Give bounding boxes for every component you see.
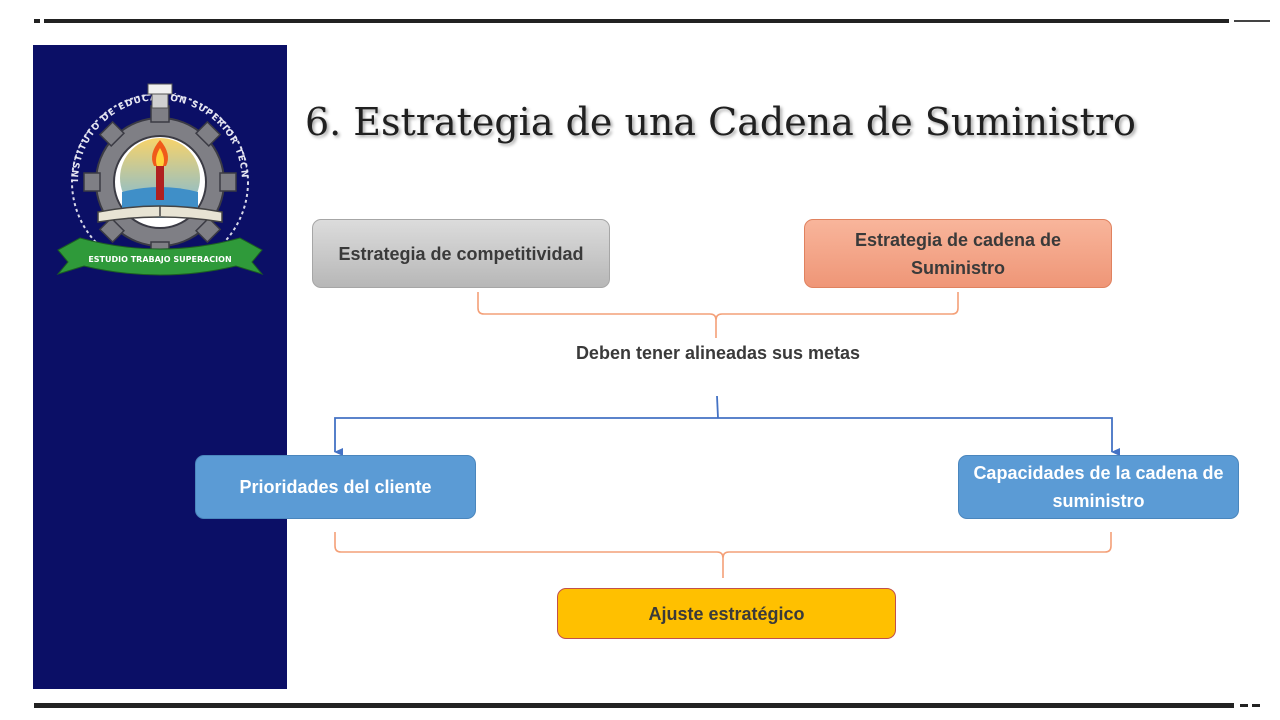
top-brace <box>477 292 959 338</box>
logo-banner: ESTUDIO TRABAJO SUPERACION <box>56 237 264 276</box>
customer-priorities-box: Prioridades del cliente <box>195 455 476 519</box>
institute-logo: INSTITUTO DE EDUCACIÓN SUPERIOR TECNOLÓG… <box>40 62 264 276</box>
connector-to-customer-priorities <box>334 417 718 456</box>
competitiveness-strategy-box: Estrategia de competitividad <box>312 219 610 288</box>
alignment-connector <box>716 395 719 419</box>
book-icon <box>97 205 223 223</box>
supply-chain-capabilities-box: Capacidades de la cadena de suministro <box>958 455 1239 519</box>
slide-title-number: 6. <box>305 100 342 144</box>
top-rule <box>34 19 1270 23</box>
supply-chain-strategy-box: Estrategia de cadena de Suministro <box>804 219 1112 288</box>
slide-title-text: Estrategia de una Cadena de Suministro <box>353 100 1136 144</box>
strategic-fit-box: Ajuste estratégico <box>557 588 896 639</box>
slide-title: 6.Estrategia de una Cadena de Suministro <box>305 100 1265 144</box>
connector-to-supply-capabilities <box>718 417 1120 456</box>
alignment-label: Deben tener alineadas sus metas <box>575 343 861 363</box>
bottom-rule <box>34 703 1260 708</box>
torch-icon <box>152 140 168 200</box>
logo-banner-text: ESTUDIO TRABAJO SUPERACION <box>88 255 231 264</box>
bottom-brace <box>334 532 1112 578</box>
